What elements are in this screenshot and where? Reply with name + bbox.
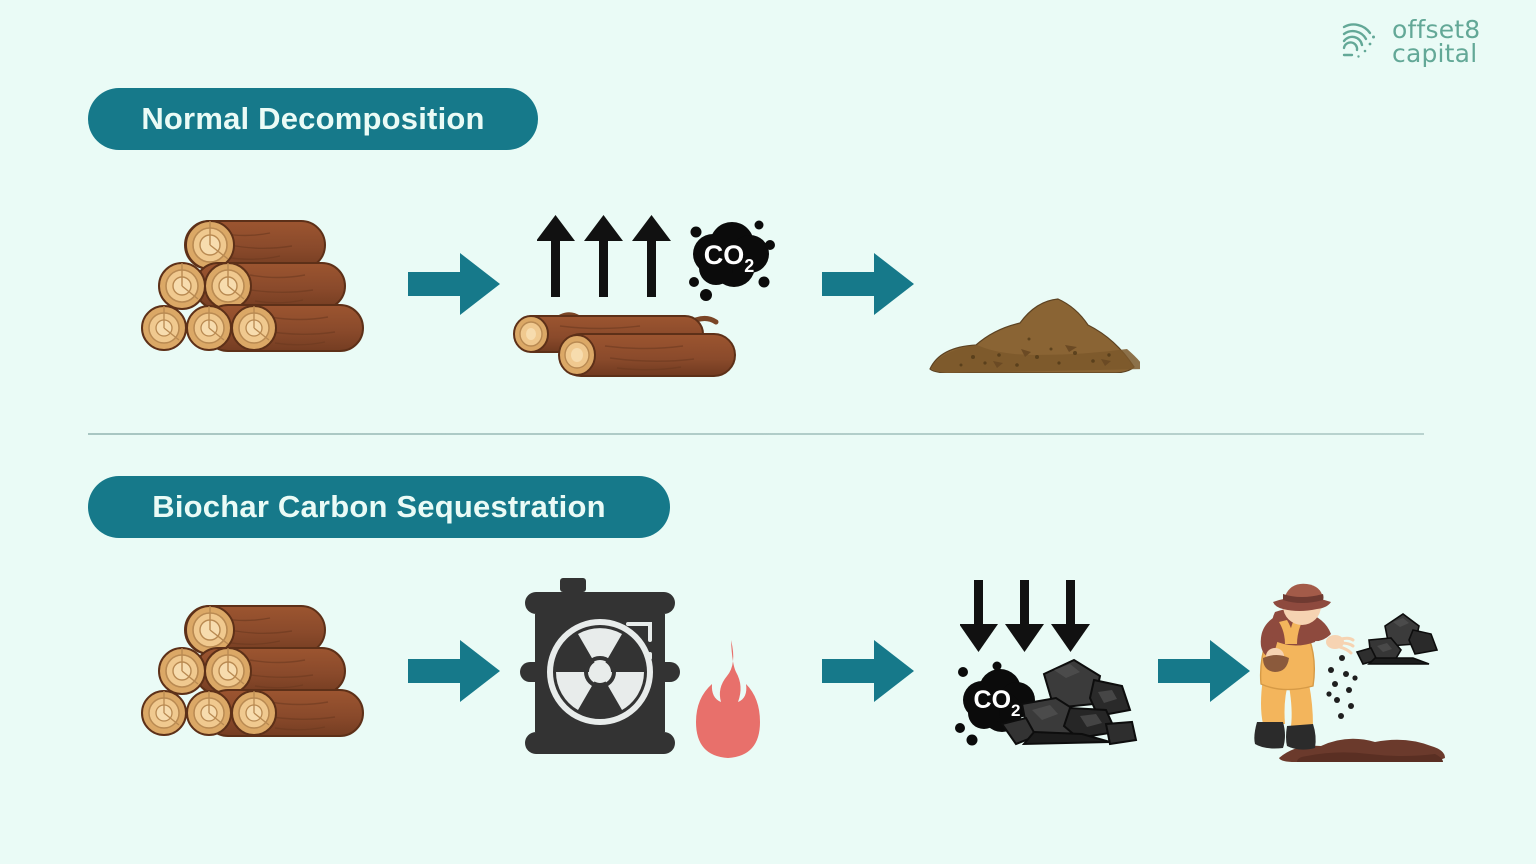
flow-arrow-row1-1 [408,253,500,315]
flow-arrow-row2-3 [1158,640,1250,702]
fingerprint-wave-logo-icon [1336,19,1382,65]
section-divider [88,433,1424,435]
step-wood-log-pile-row2 [140,600,370,745]
step-wood-log-pile-row1 [140,215,370,360]
logo-line-2: capital [1392,39,1478,68]
fallen-logs-icon [505,300,741,385]
flow-arrow-row1-2 [822,253,914,315]
flow-arrow-row2-1 [408,640,500,702]
soil-strip-icon [1277,732,1447,769]
flame-icon [688,638,768,763]
soil-mound-icon [925,295,1145,378]
section-badge-biochar-carbon-sequestration: Biochar Carbon Sequestration [88,476,670,538]
svg-text:CO2: CO2 [974,686,1021,720]
farmer-icon [1245,582,1395,763]
co2-label-sub-row2: 2 [1011,701,1020,720]
section-badge-normal-decomposition: Normal Decomposition [88,88,538,150]
logo-line-1: offset8 [1392,15,1481,44]
biochar-heap-icon [1355,608,1445,675]
co2-emission-up-arrows [537,215,677,297]
brand-logo: offset8 capital [1336,15,1481,68]
flow-arrow-row2-2 [822,640,914,702]
co2-capture-down-arrows [960,580,1100,652]
co2-label-main-row1: CO [704,240,745,270]
wood-log-pile-icon [140,215,370,360]
wood-log-pile-icon [140,600,370,745]
co2-label-main-row2: CO [974,686,1012,714]
co2-label-sub-row1: 2 [744,256,754,276]
svg-text:CO2: CO2 [704,240,755,276]
biochar-pile-icon [998,642,1138,757]
step-soil-mound-row1 [925,295,1145,378]
pyrolysis-barrel-icon [520,578,680,773]
co2-cloud-icon-row1: CO2 [680,210,780,306]
